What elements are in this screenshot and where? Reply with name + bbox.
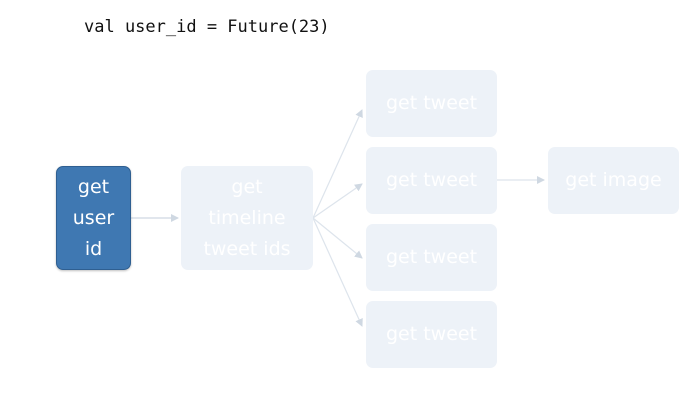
arrow-timeline-to-tweet-2 [312,183,363,219]
arrow-timeline-to-tweet-1 [312,109,363,219]
node-get-user-id: get user id [56,166,131,270]
node-get-image: get image [548,147,679,214]
node-get-timeline-tweet-ids: get timeline tweet ids [181,166,313,270]
node-get-tweet-2: get tweet [366,147,497,214]
node-get-tweet-4: get tweet [366,301,497,368]
code-snippet: val user_id = Future(23) [84,17,330,37]
arrow-timeline-to-tweet-4 [312,217,363,327]
node-get-tweet-1: get tweet [366,70,497,137]
arrow-timeline-to-tweet-3 [312,217,363,259]
node-get-tweet-3: get tweet [366,224,497,291]
